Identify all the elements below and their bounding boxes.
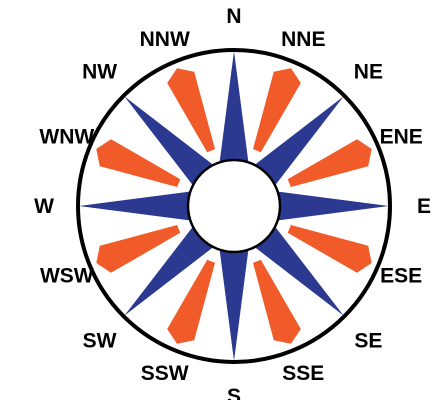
label-nw: NW: [82, 61, 117, 84]
label-wsw: WSW: [40, 264, 94, 287]
label-ne: NE: [354, 61, 383, 84]
label-nnw: NNW: [140, 28, 190, 51]
label-ssw: SSW: [141, 362, 189, 385]
label-ese: ESE: [380, 264, 422, 287]
label-n: N: [226, 5, 241, 28]
label-sw: SW: [83, 329, 117, 352]
label-wnw: WNW: [39, 126, 94, 149]
label-e: E: [417, 195, 431, 218]
label-s: S: [227, 385, 241, 400]
label-nne: NNE: [281, 28, 325, 51]
label-ene: ENE: [380, 126, 423, 149]
center-hub: [188, 160, 280, 252]
label-sse: SSE: [282, 362, 324, 385]
label-se: SE: [354, 329, 382, 352]
label-w: W: [34, 195, 54, 218]
